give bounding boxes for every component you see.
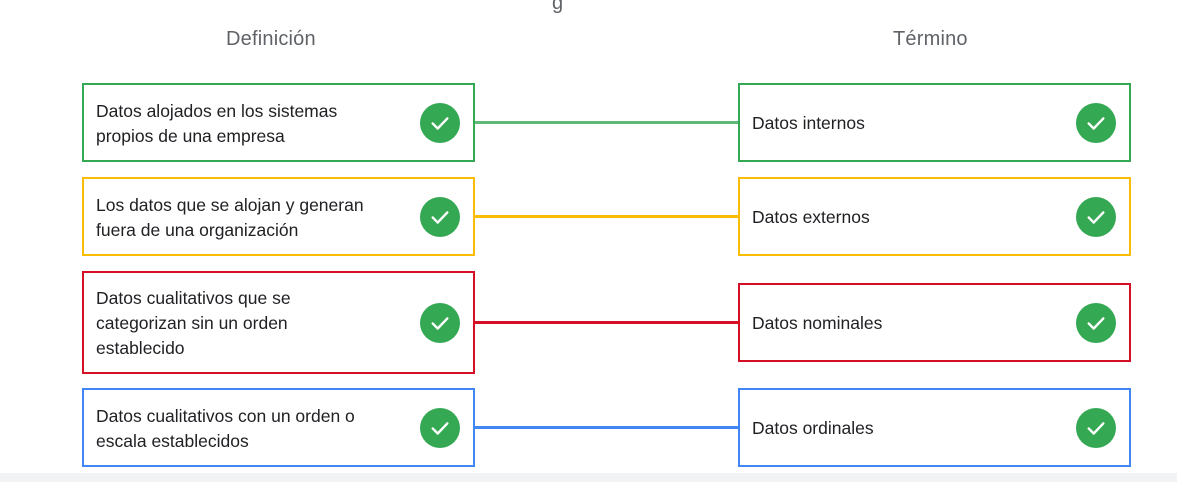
- page-title-partial: g: [552, 0, 564, 14]
- definition-text: Datos alojados en los sistemas propios d…: [96, 101, 338, 146]
- check-circle-icon: [1076, 408, 1116, 448]
- check-circle-icon: [420, 303, 460, 343]
- match-connector-line: [475, 426, 738, 429]
- check-circle-icon: [420, 103, 460, 143]
- match-connector-line: [475, 121, 738, 124]
- term-text: Datos ordinales: [752, 418, 874, 438]
- check-circle-icon: [1076, 303, 1116, 343]
- term-text: Datos internos: [752, 113, 865, 133]
- term-text: Datos nominales: [752, 313, 883, 333]
- check-circle-icon: [1076, 197, 1116, 237]
- check-circle-icon: [420, 197, 460, 237]
- definition-card-ordinal[interactable]: Datos cualitativos con un orden o escala…: [82, 388, 475, 467]
- term-card-ordinal[interactable]: Datos ordinales: [738, 388, 1131, 467]
- term-column-header: Término: [893, 28, 968, 50]
- definition-card-external[interactable]: Los datos que se alojan y generan fuera …: [82, 177, 475, 256]
- term-text: Datos externos: [752, 207, 870, 227]
- term-card-external[interactable]: Datos externos: [738, 177, 1131, 256]
- definition-text: Datos cualitativos con un orden o escala…: [96, 406, 355, 451]
- definition-column-header: Definición: [226, 28, 316, 50]
- term-card-nominal[interactable]: Datos nominales: [738, 283, 1131, 362]
- check-circle-icon: [1076, 103, 1116, 143]
- check-circle-icon: [420, 408, 460, 448]
- term-card-internal[interactable]: Datos internos: [738, 83, 1131, 162]
- definition-text: Los datos que se alojan y generan fuera …: [96, 195, 364, 240]
- definition-card-internal[interactable]: Datos alojados en los sistemas propios d…: [82, 83, 475, 162]
- definition-text: Datos cualitativos que se categorizan si…: [96, 288, 291, 358]
- bottom-divider-bar: [0, 473, 1177, 482]
- match-connector-line: [475, 215, 738, 218]
- match-connector-line: [475, 321, 738, 324]
- definition-card-nominal[interactable]: Datos cualitativos que se categorizan si…: [82, 271, 475, 374]
